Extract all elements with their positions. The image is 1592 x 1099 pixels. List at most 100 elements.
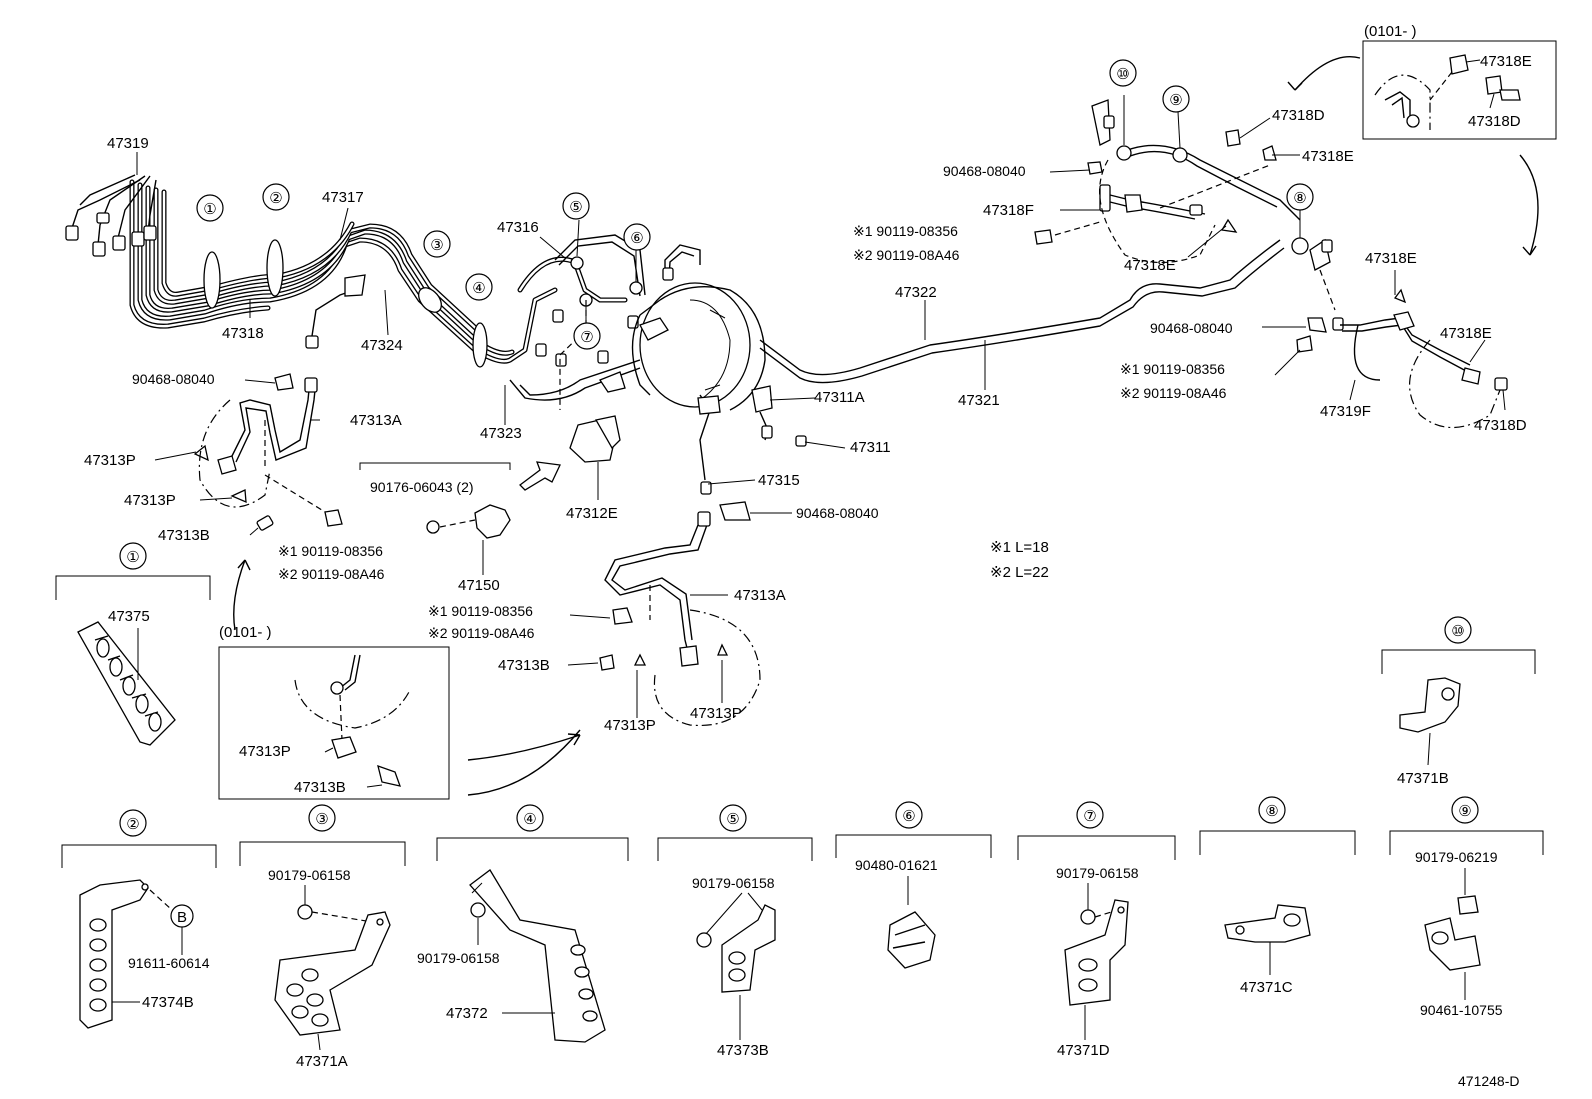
label-90468-08040: 90468-08040 — [943, 163, 1026, 179]
detail-10: ⑩ 47371B — [1381, 616, 1536, 787]
drawing-id: 471248-D — [1458, 1073, 1520, 1089]
label-90119-08356: ※1 90119-08356 — [1120, 361, 1225, 377]
label-47321: 47321 — [958, 392, 1000, 409]
label-90179-06158: 90179-06158 — [268, 867, 351, 883]
label-47313P: 47313P — [124, 492, 176, 509]
center-hose-assembly — [599, 501, 761, 727]
clamp-4 — [472, 322, 488, 368]
clamp-2 — [266, 239, 284, 297]
label-47318E: 47318E — [1480, 53, 1532, 70]
callout-5: ⑤ — [569, 199, 582, 216]
detail-6: ⑥ 90480-01621 — [835, 801, 992, 969]
label-47312E: 47312E — [566, 505, 618, 522]
label-47316: 47316 — [497, 219, 539, 236]
detail-callout-2: ② — [126, 816, 139, 833]
label-47318: 47318 — [222, 325, 264, 342]
detail-1: ① 47375 — [55, 542, 211, 746]
inset-right-code: (0101- ) — [1364, 23, 1417, 40]
detail-callout-3: ③ — [315, 811, 328, 828]
detail-5: ⑤ 90179-06158 47373B — [657, 804, 813, 1059]
detail-callout-8: ⑧ — [1265, 803, 1278, 820]
part-labels: 47319 47318 47317 47324 47316 47323 4732… — [84, 23, 1532, 796]
label-90119-08356: ※1 90119-08356 — [853, 223, 958, 239]
label-90468-08040: 90468-08040 — [132, 371, 215, 387]
label-90480-01621: 90480-01621 — [855, 857, 938, 873]
detail-callout-6: ⑥ — [902, 808, 915, 825]
detail-callout-4: ④ — [523, 811, 536, 828]
detail-callout-9: ⑨ — [1458, 803, 1471, 820]
label-47313P: 47313P — [239, 743, 291, 760]
label-47317: 47317 — [322, 189, 364, 206]
detail-3: ③ 90179-06158 47371A — [239, 804, 406, 1070]
label-47318F: 47318F — [983, 202, 1034, 219]
label-90179-06158: 90179-06158 — [417, 950, 500, 966]
label-47313A: 47313A — [734, 587, 786, 604]
label-90176-06043: 90176-06043 (2) — [370, 479, 474, 495]
label-47313P: 47313P — [604, 717, 656, 734]
label-47371B: 47371B — [1397, 770, 1449, 787]
label-90468-08040: 90468-08040 — [796, 505, 879, 521]
label-90179-06158: 90179-06158 — [692, 875, 775, 891]
left-hose-assembly — [193, 373, 343, 531]
label-90179-06158: 90179-06158 — [1056, 865, 1139, 881]
clamp-1 — [203, 251, 221, 309]
label-47313B: 47313B — [498, 657, 550, 674]
label-90468-08040: 90468-08040 — [1150, 320, 1233, 336]
left-fittings — [65, 212, 366, 349]
label-47313B: 47313B — [158, 527, 210, 544]
label-47319F: 47319F — [1320, 403, 1371, 420]
label-47373B: 47373B — [717, 1042, 769, 1059]
label-47319: 47319 — [107, 135, 149, 152]
label-47318D: 47318D — [1468, 113, 1521, 130]
note-2: ※2 L=22 — [990, 564, 1049, 581]
note-1: ※1 L=18 — [990, 539, 1049, 556]
label-90119-08A46: ※2 90119-08A46 — [1120, 385, 1227, 401]
callout-7: ⑦ — [580, 329, 593, 346]
label-47315: 47315 — [758, 472, 800, 489]
callout-numbers: ① ② ③ ④ ⑤ ⑥ ⑦ ⑧ ⑨ ⑩ — [196, 59, 1314, 350]
label-47313P: 47313P — [84, 452, 136, 469]
detail-callout-7: ⑦ — [1083, 808, 1096, 825]
bundle-clamps — [203, 239, 488, 368]
label-47313P: 47313P — [690, 705, 742, 722]
label-B: B — [177, 909, 187, 926]
label-47318E: 47318E — [1124, 257, 1176, 274]
label-90461-10755: 90461-10755 — [1420, 1002, 1503, 1018]
label-90119-08A46: ※2 90119-08A46 — [853, 247, 960, 263]
rear-brake-line — [759, 144, 1301, 384]
brake-booster — [599, 282, 807, 495]
detail-callout-10: ⑩ — [1451, 623, 1464, 640]
label-47318D: 47318D — [1272, 107, 1325, 124]
label-47311A: 47311A — [814, 389, 865, 406]
label-47371C: 47371C — [1240, 979, 1293, 996]
callout-4: ④ — [472, 280, 485, 297]
inset-right — [1287, 40, 1557, 256]
label-47374B: 47374B — [142, 994, 194, 1011]
label-47318E: 47318E — [1302, 148, 1354, 165]
label-47313B: 47313B — [294, 779, 346, 796]
callout-9: ⑨ — [1169, 92, 1182, 109]
label-47150: 47150 — [458, 577, 500, 594]
detail-callout-1: ① — [126, 549, 139, 566]
label-47371A: 47371A — [296, 1053, 348, 1070]
label-47372: 47372 — [446, 1005, 488, 1022]
part-47150 — [359, 462, 511, 539]
label-47371D: 47371D — [1057, 1042, 1110, 1059]
inset-left-code: (0101- ) — [219, 624, 272, 641]
detail-2: ② B 91611-60614 47374B — [61, 809, 217, 1029]
label-47318D: 47318D — [1474, 417, 1527, 434]
detail-7: ⑦ 90179-06158 47371D — [1017, 801, 1176, 1059]
callout-3: ③ — [430, 237, 443, 254]
callout-2: ② — [269, 190, 282, 207]
detail-4: ④ 90179-06158 47372 — [417, 804, 629, 1043]
label-47313A: 47313A — [350, 412, 402, 429]
clamp-3 — [418, 287, 442, 313]
leader-lines — [136, 59, 1506, 788]
callout-10: ⑩ — [1116, 66, 1129, 83]
detail-9: ⑨ 90179-06219 90461-10755 — [1389, 796, 1544, 1018]
callout-6: ⑥ — [630, 230, 643, 247]
label-90119-08356: ※1 90119-08356 — [428, 603, 533, 619]
inset-left — [218, 559, 581, 800]
label-90119-08A46: ※2 90119-08A46 — [278, 566, 385, 582]
